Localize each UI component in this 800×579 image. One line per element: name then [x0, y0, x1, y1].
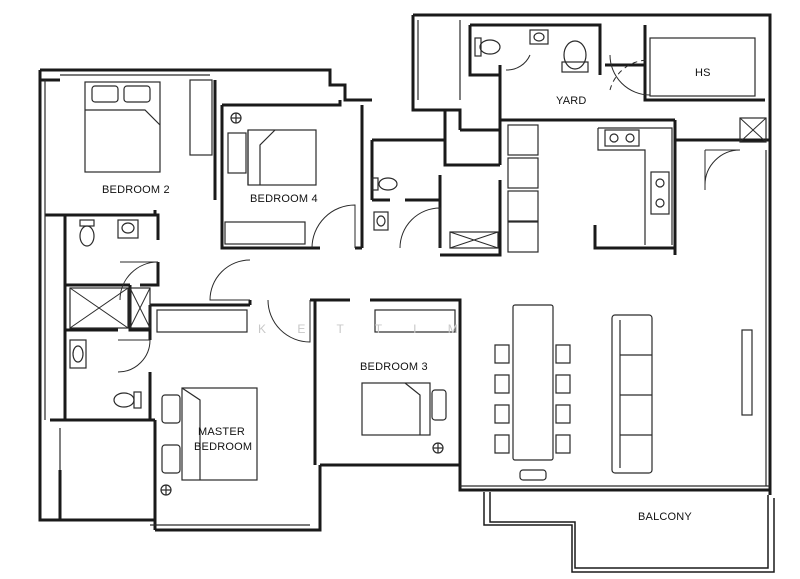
kitchen-fixtures: [507, 124, 673, 253]
room-labels: BEDROOM 2 BEDROOM 4 YARD HS BEDROOM 3 MA…: [102, 67, 711, 523]
interior-walls: [45, 23, 770, 530]
label-balcony: BALCONY: [638, 511, 692, 523]
label-bedroom-4: BEDROOM 4: [250, 193, 318, 205]
lamp-markers: [160, 112, 444, 496]
window-lines: [44, 20, 461, 526]
dining-living: [460, 150, 770, 487]
wardrobes: [156, 79, 456, 333]
bathroom-fixtures: [69, 29, 756, 409]
doors: [117, 54, 741, 373]
hatched-boxes: [69, 117, 767, 329]
label-bedroom-3: BEDROOM 3: [360, 361, 428, 373]
beds: [84, 81, 447, 481]
label-master-line2: BEDROOM: [194, 441, 252, 453]
label-master-line1: MASTER: [198, 426, 245, 438]
label-bedroom-2: BEDROOM 2: [102, 184, 170, 196]
label-yard: YARD: [556, 95, 587, 107]
watermark: K E T T I M: [258, 322, 472, 336]
label-hs: HS: [695, 67, 711, 79]
exterior-walls: [38, 13, 775, 573]
